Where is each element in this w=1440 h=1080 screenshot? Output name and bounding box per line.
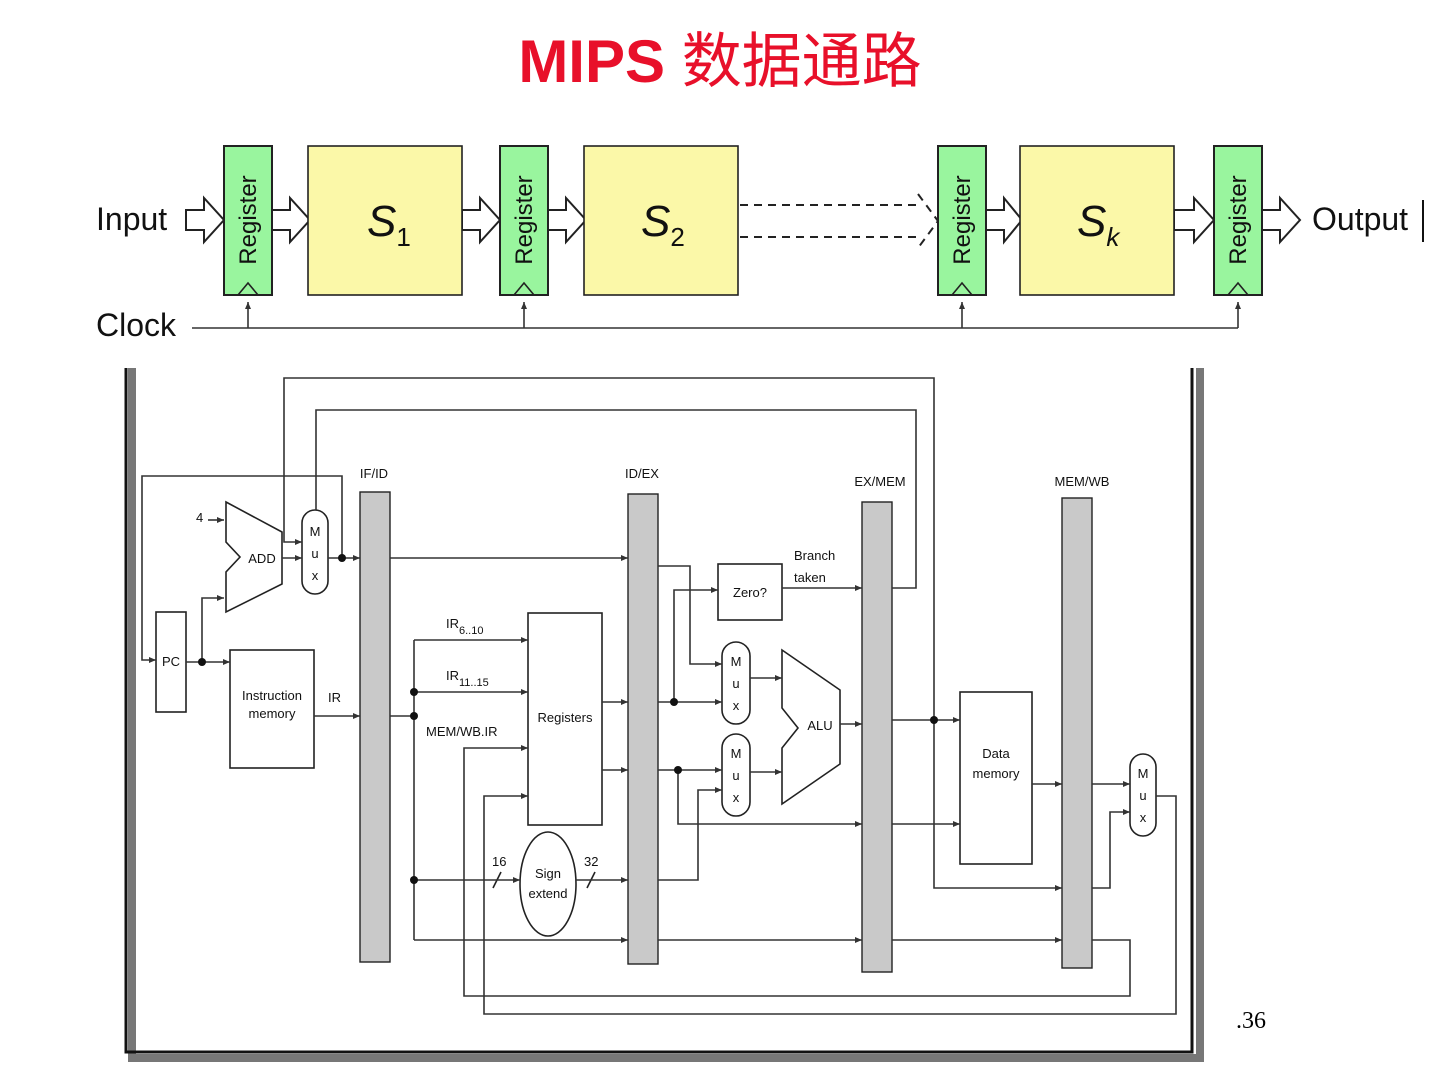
width-32-label: 32 bbox=[584, 854, 598, 869]
pipeline-diagram: Input Clock Output Register Regi bbox=[96, 145, 1424, 343]
register-file bbox=[527, 612, 603, 826]
width-16-label: 16 bbox=[492, 854, 506, 869]
stage-subscript: 1 bbox=[396, 222, 410, 252]
pipeline-clock-label: Clock bbox=[96, 307, 177, 343]
sign-extend-label-line1: Sign bbox=[535, 866, 561, 881]
hollow-arrow bbox=[461, 195, 502, 245]
alu-mux-top bbox=[721, 641, 751, 725]
pipeline-input-label: Input bbox=[96, 201, 167, 237]
register-label: Register bbox=[235, 175, 262, 264]
instruction-memory bbox=[229, 649, 315, 769]
pipeline-output-label: Output bbox=[1312, 201, 1408, 237]
svg-text:S1: S1 bbox=[367, 197, 411, 252]
mux-letter: u bbox=[732, 768, 739, 783]
hollow-arrow-output bbox=[1261, 195, 1302, 245]
pc-label: PC bbox=[162, 654, 180, 669]
branch-taken-label-line1: Branch bbox=[794, 548, 835, 563]
data-memory bbox=[959, 691, 1033, 865]
svg-text:Sk: Sk bbox=[1077, 197, 1121, 252]
alu-mux-bottom bbox=[721, 733, 751, 817]
branch-taken-label-line2: taken bbox=[794, 570, 826, 585]
hollow-arrow bbox=[1173, 195, 1216, 245]
slide-title: MIPS 数据通路 bbox=[0, 22, 1440, 102]
mux-letter: M bbox=[310, 524, 321, 539]
pipeline-register-2: Register bbox=[499, 145, 549, 296]
title-cjk: 数据通路 bbox=[681, 27, 922, 97]
mux-letter: x bbox=[1140, 810, 1147, 825]
pc-mux bbox=[301, 509, 329, 595]
stage-subscript: k bbox=[1106, 222, 1121, 252]
mem-wb-register bbox=[1061, 497, 1093, 969]
if-id-register bbox=[359, 491, 391, 963]
mux-letter: x bbox=[733, 698, 740, 713]
stage-letter: S bbox=[641, 197, 670, 246]
mux-letter: u bbox=[311, 546, 318, 561]
hollow-arrow bbox=[271, 195, 312, 245]
writeback-mux bbox=[1129, 753, 1157, 837]
mips-datapath-figure: IF/ID ID/EX EX/MEM MEM/WB PC ADD 4 M u x… bbox=[124, 368, 1204, 1062]
svg-text:IR6..10: IR6..10 bbox=[446, 616, 483, 637]
svg-text:S2: S2 bbox=[641, 197, 685, 252]
data-memory-label-line2: memory bbox=[973, 766, 1020, 781]
sign-extend-label-line2: extend bbox=[528, 886, 567, 901]
mux-letter: u bbox=[1139, 788, 1146, 803]
adder-label: ADD bbox=[248, 551, 275, 566]
mux-letter: M bbox=[1138, 766, 1149, 781]
instruction-memory-label-line1: Instruction bbox=[242, 688, 302, 703]
mux-letter: u bbox=[732, 676, 739, 691]
id-ex-register bbox=[627, 493, 659, 965]
mem-wb-label: MEM/WB bbox=[1055, 474, 1110, 489]
dashed-continuation-arrow bbox=[740, 193, 940, 249]
adder bbox=[225, 500, 283, 614]
title-latin: MIPS bbox=[518, 28, 666, 95]
pipeline-stage-k: Sk bbox=[1019, 145, 1175, 296]
hollow-arrow bbox=[985, 195, 1024, 245]
pipeline-stage-2: S2 bbox=[583, 145, 739, 296]
instruction-memory-label-line2: memory bbox=[249, 706, 296, 721]
pipeline-register-1: Register bbox=[223, 145, 273, 296]
datapath-wires bbox=[141, 377, 1177, 1015]
if-id-label: IF/ID bbox=[360, 466, 388, 481]
zero-test bbox=[717, 563, 783, 621]
register-label: Register bbox=[511, 175, 538, 264]
mux-letter: M bbox=[731, 746, 742, 761]
ex-mem-register bbox=[861, 501, 893, 973]
data-memory-label-line1: Data bbox=[982, 746, 1010, 761]
register-label: Register bbox=[949, 175, 976, 264]
alu bbox=[781, 648, 841, 806]
pipeline-stage-1: S1 bbox=[307, 145, 463, 296]
ir-field-2-sub: 11..15 bbox=[459, 677, 489, 689]
pc-register bbox=[155, 611, 187, 713]
ir-field-1-base: IR bbox=[446, 616, 459, 631]
sign-extend bbox=[519, 831, 577, 937]
mux-letter: x bbox=[733, 790, 740, 805]
wire-junctions bbox=[198, 554, 938, 884]
mem-wb-ir-label: MEM/WB.IR bbox=[426, 724, 498, 739]
register-label: Register bbox=[1225, 175, 1252, 264]
mux-letter: M bbox=[731, 654, 742, 669]
stage-letter: S bbox=[367, 197, 396, 246]
register-file-label: Registers bbox=[538, 710, 593, 725]
ir-field-2-base: IR bbox=[446, 668, 459, 683]
hollow-arrow bbox=[547, 195, 588, 245]
clock-line bbox=[192, 302, 1241, 329]
ir-label: IR bbox=[328, 690, 341, 705]
svg-text:IR11..15: IR11..15 bbox=[446, 668, 489, 689]
ex-mem-label: EX/MEM bbox=[854, 474, 905, 489]
constant-four: 4 bbox=[196, 510, 203, 525]
id-ex-label: ID/EX bbox=[625, 466, 659, 481]
mux-letter: x bbox=[312, 568, 319, 583]
ir-field-1-sub: 6..10 bbox=[459, 625, 483, 637]
hollow-arrow-input bbox=[185, 195, 226, 245]
pipeline-register-3: Register bbox=[937, 145, 987, 296]
figure-frame bbox=[124, 368, 1194, 1054]
zero-test-label: Zero? bbox=[733, 585, 767, 600]
alu-label: ALU bbox=[807, 718, 832, 733]
page-number: .36 bbox=[1236, 1008, 1266, 1034]
pipeline-register-4: Register bbox=[1213, 145, 1263, 296]
stage-letter: S bbox=[1077, 197, 1106, 246]
stage-subscript: 2 bbox=[670, 222, 684, 252]
